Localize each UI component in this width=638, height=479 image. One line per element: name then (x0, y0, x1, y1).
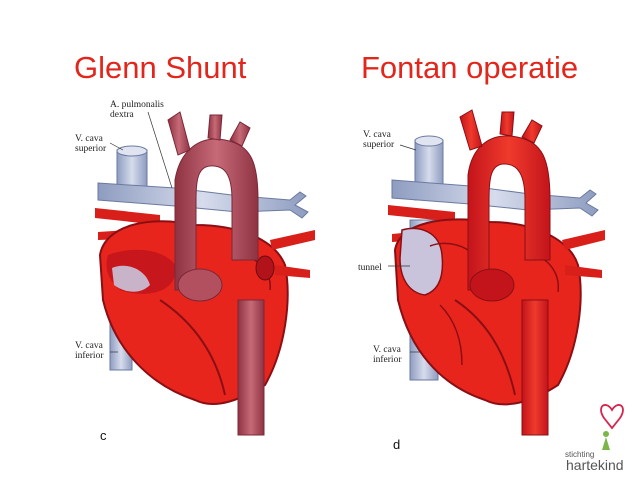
glenn-heart-illustration (95, 111, 315, 436)
label-a-pulmonalis: A. pulmonalis (110, 100, 164, 110)
logo-text-stichting: stichting (565, 450, 594, 459)
title-glenn-shunt: Glenn Shunt (74, 50, 247, 85)
fontan-heart-illustration (388, 109, 605, 436)
label-glenn-v-cava-inferior-1: V. cava (75, 341, 104, 351)
logo-text-hartekind: hartekind (566, 457, 624, 473)
label-fontan-v-cava-inferior-2: inferior (373, 354, 402, 365)
title-fontan-operatie: Fontan operatie (361, 50, 579, 85)
panel-letter-d: d (393, 437, 400, 452)
label-tunnel: tunnel (358, 263, 382, 273)
label-fontan-v-cava-inferior-1: V. cava (373, 345, 402, 355)
label-fontan-v-cava-superior-1: V. cava (363, 130, 392, 140)
label-glenn-v-cava-superior-2: superior (75, 144, 107, 154)
label-glenn-v-cava-superior-1: V. cava (75, 134, 104, 144)
stichting-hartekind-logo: stichting hartekind (565, 404, 624, 473)
label-fontan-v-cava-superior-2: superior (363, 140, 395, 150)
heart-logo-icon (600, 404, 624, 430)
label-a-pulmonalis-dextra: dextra (110, 110, 135, 120)
label-glenn-v-cava-inferior-2: inferior (75, 350, 104, 361)
panel-letter-c: c (100, 428, 107, 443)
